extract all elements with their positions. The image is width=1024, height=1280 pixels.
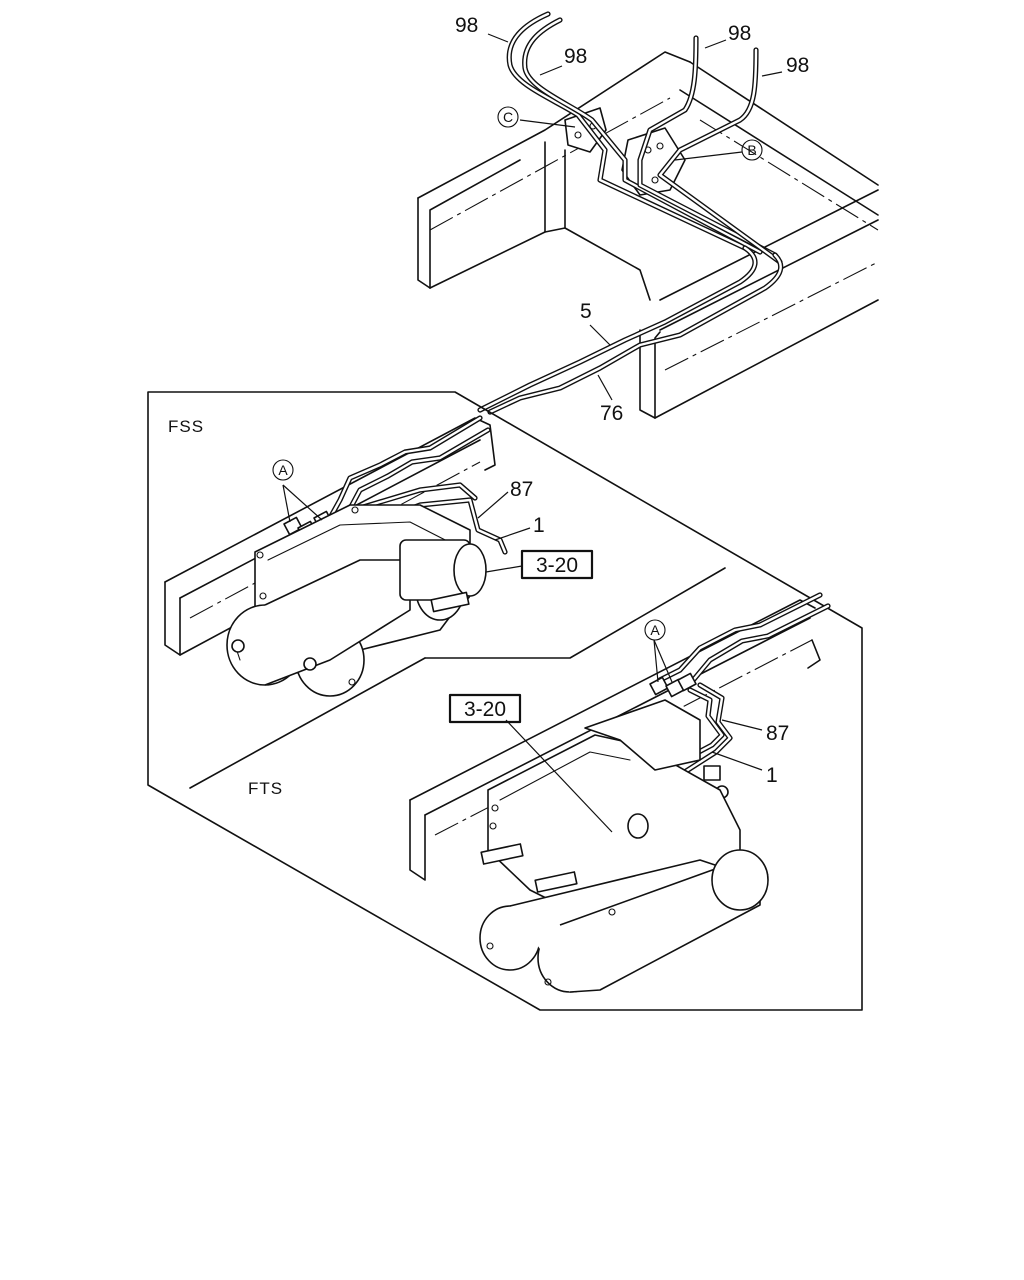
brake-pipe-98-group [506, 11, 783, 265]
view-labels: FSS FTS [168, 417, 283, 798]
ref-letter-c: C [503, 109, 513, 125]
ref-box-3-20-fts [448, 693, 522, 724]
ref-circle-b [741, 139, 763, 161]
part-callouts: 98 98 98 98 5 76 87 1 87 1 [455, 14, 809, 787]
brake-pipe-5-and-76 [477, 245, 784, 415]
ref-letter-a-fss: A [278, 462, 288, 478]
callout-1-fss: 1 [533, 514, 545, 537]
callout-98-top-left: 98 [455, 14, 478, 37]
callout-98-right: 98 [786, 54, 809, 77]
fts-brake-chamber-assembly [479, 699, 769, 993]
section-reference-boxes: 3-20 3-20 [448, 549, 594, 724]
fss-view-panel [147, 391, 863, 1011]
callout-98-upper: 98 [564, 45, 587, 68]
callout-1-fts: 1 [766, 764, 778, 787]
view-label-fts: FTS [248, 779, 283, 798]
callout-87-fts: 87 [766, 722, 789, 745]
ref-letter-b: B [747, 142, 756, 158]
ref-circle-a-fss [272, 459, 294, 481]
callout-87-fss: 87 [510, 478, 533, 501]
ref-box-3-20-fts-label: 3-20 [464, 698, 506, 721]
ref-box-3-20-fss-label: 3-20 [536, 554, 578, 577]
callout-5: 5 [580, 300, 592, 323]
frame-crossmember-top [417, 51, 879, 419]
ref-circle-a-fts [644, 619, 666, 641]
view-label-fss: FSS [168, 417, 204, 436]
callout-98-top-right: 98 [728, 22, 751, 45]
ref-box-3-20-fss [520, 549, 594, 580]
leader-lines [282, 33, 783, 833]
callout-76: 76 [600, 402, 623, 425]
ref-circle-c [497, 106, 519, 128]
reference-circles: C B A A [272, 106, 763, 641]
ref-letter-a-fts: A [650, 622, 660, 638]
fss-brake-chamber-assembly [226, 504, 487, 697]
